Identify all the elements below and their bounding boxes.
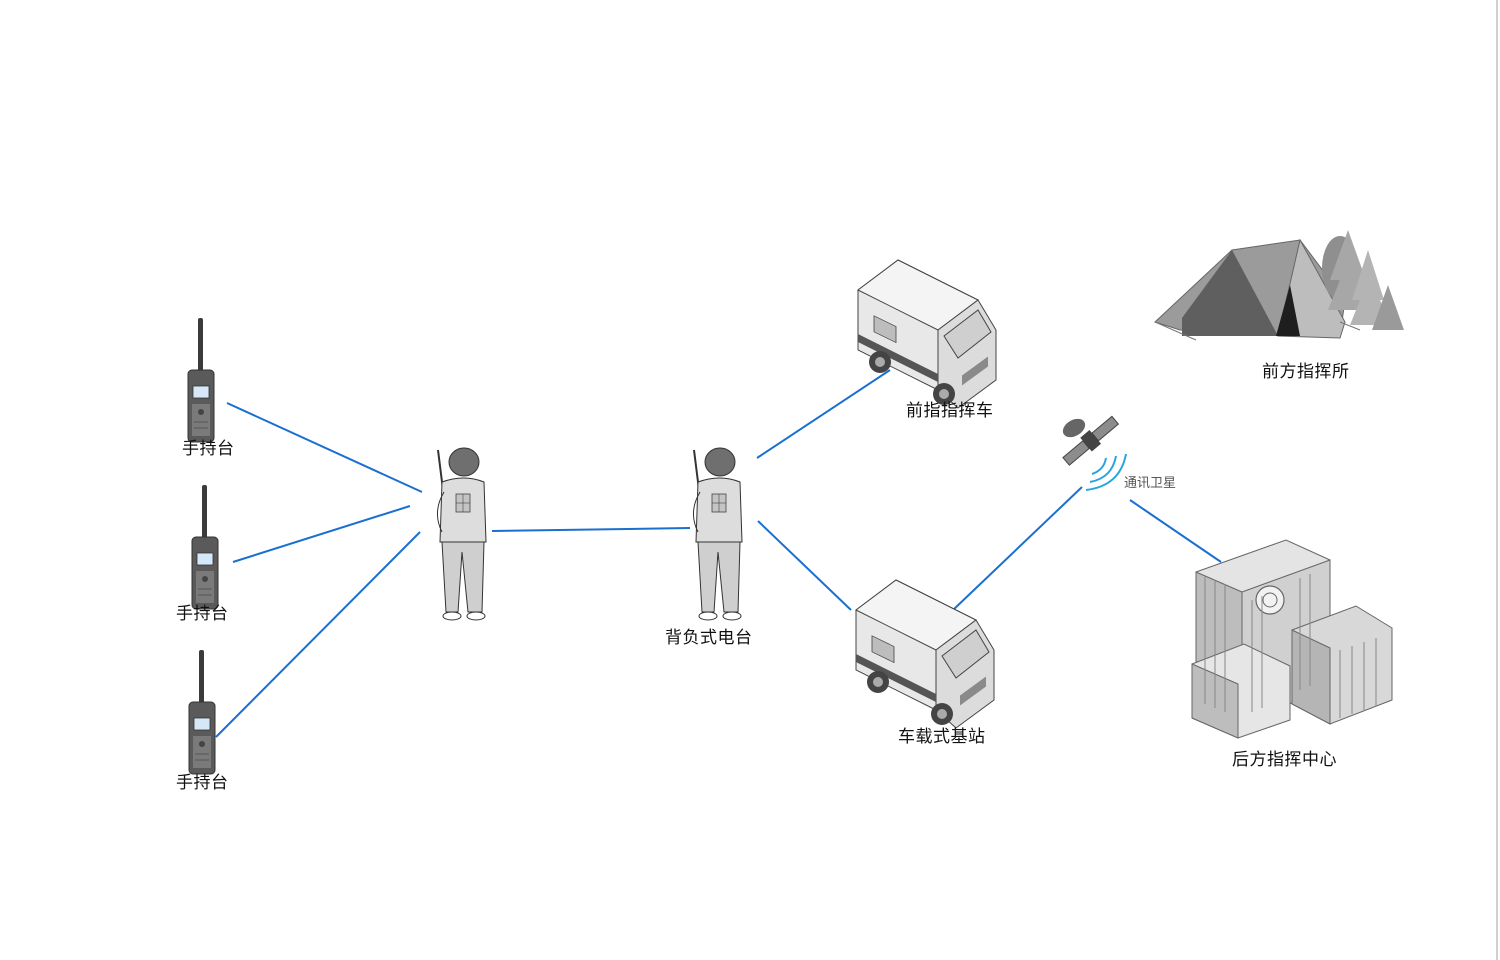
link-soldier2-van-top — [756, 369, 891, 459]
link-satellite-building — [1129, 499, 1222, 563]
handheld-radio-icon — [191, 484, 219, 610]
soldier2-label: 背负式电台 — [665, 628, 753, 648]
building-label: 后方指挥中心 — [1232, 750, 1337, 770]
van-bottom-label: 车载式基站 — [898, 727, 986, 747]
handheld-radio-icon — [187, 317, 215, 443]
link-radio2-soldier1 — [232, 505, 411, 563]
link-soldier1-soldier2 — [491, 527, 691, 532]
link-radio1-soldier1 — [226, 402, 423, 493]
soldier-with-backpack-radio-icon — [436, 447, 487, 621]
links — [215, 369, 1222, 738]
satellite-icon — [1062, 415, 1127, 491]
link-radio3-soldier1 — [215, 531, 421, 738]
headquarters-building-icon — [1191, 539, 1393, 739]
radio3-label: 手持台 — [176, 773, 229, 793]
command-van-icon — [855, 579, 995, 729]
radio2-label: 手持台 — [176, 604, 229, 624]
soldier-with-backpack-radio-icon — [692, 447, 743, 621]
handheld-radio-icon — [188, 649, 216, 775]
radio1-label: 手持台 — [182, 439, 235, 459]
satellite-label: 通讯卫星 — [1124, 476, 1177, 491]
link-soldier2-van-bottom — [757, 520, 852, 611]
van-top-label: 前指指挥车 — [906, 401, 994, 421]
tent-label: 前方指挥所 — [1262, 362, 1350, 382]
right-edge-divider — [1496, 0, 1498, 960]
command-van-icon — [857, 259, 997, 409]
tent-with-trees-icon — [1154, 230, 1404, 341]
link-van-bottom-satellite — [952, 486, 1083, 611]
